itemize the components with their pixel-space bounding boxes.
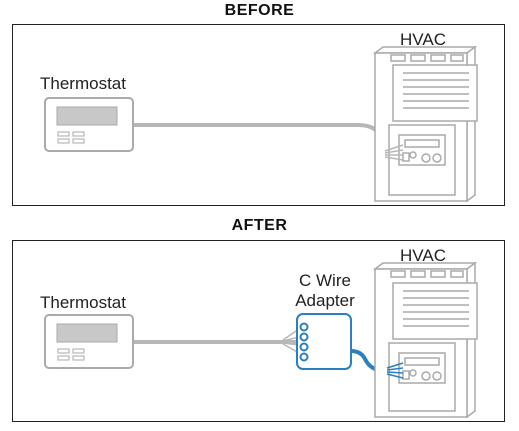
before-hvac-label: HVAC [400,30,446,49]
c-wire-adapter-icon [296,313,352,370]
before-diagram [44,45,478,203]
before-panel: Thermostat HVAC [12,24,505,206]
after-hvac-label: HVAC [400,246,446,265]
after-wire-ends [386,362,404,379]
before-hvac-icon [372,45,478,203]
after-adapter-label-line1: C Wire [299,271,351,290]
before-wire [133,123,406,160]
before-wire-ends [384,144,404,161]
after-diagram [44,261,478,419]
before-title: BEFORE [224,2,295,19]
before-thermostat-icon [44,97,134,152]
before-thermostat-label: Thermostat [40,74,126,93]
after-panel: Thermostat C Wire Adapter HVAC [12,240,505,422]
after-thermostat-label: Thermostat [40,293,126,312]
after-adapter-label-line2: Adapter [295,291,355,310]
after-hvac-icon [372,261,478,419]
after-title: AFTER [231,217,288,234]
after-thermostat-icon [44,314,134,369]
